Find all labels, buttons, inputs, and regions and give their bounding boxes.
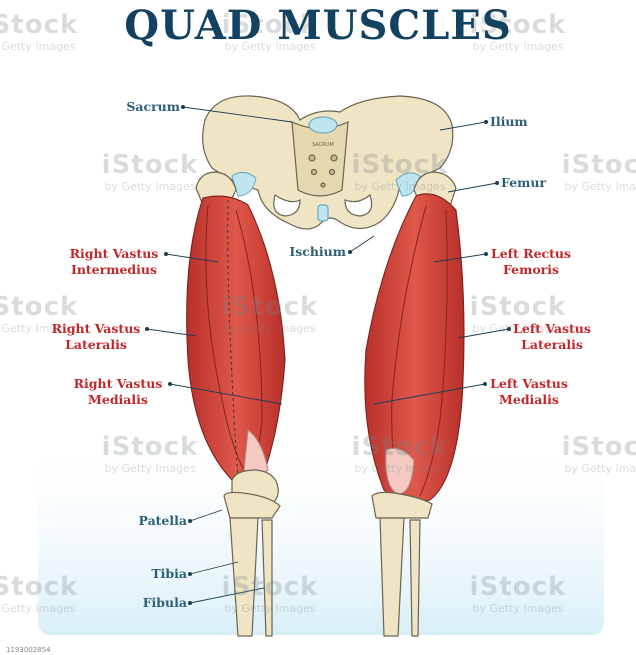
label-ilium: Ilium (490, 114, 528, 130)
label-ischium: Ischium (276, 244, 346, 260)
watermark: iStockby Getty Images (560, 432, 636, 475)
label-patella: Patella (120, 513, 187, 529)
label-right-vastus-intermedius: Right VastusIntermedius (66, 246, 162, 278)
watermark: iStockby Getty Images (200, 292, 340, 335)
label-left-rectus-femoris: Left RectusFemoris (484, 246, 578, 278)
watermark: iStockby Getty Images (330, 150, 470, 193)
watermark: iStockby Getty Images (80, 432, 220, 475)
watermark: iStockby Getty Images (80, 150, 220, 193)
label-fibula: Fibula (120, 595, 187, 611)
watermark: iStockby Getty Images (330, 432, 470, 475)
label-left-vastus-lateralis: Left VastusLateralis (508, 321, 596, 353)
page-title: QUAD MUSCLES (0, 2, 636, 49)
watermark: iStockby Getty Images (200, 572, 340, 615)
stock-id: 1193002854 (6, 646, 51, 654)
sacrum-inner-text: SACRUM (312, 142, 334, 148)
label-tibia: Tibia (120, 566, 187, 582)
watermark: iStockby Getty Images (448, 572, 588, 615)
label-right-vastus-lateralis: Right VastusLateralis (48, 321, 144, 353)
label-left-vastus-medialis: Left VastusMedialis (484, 376, 574, 408)
label-right-vastus-medialis: Right VastusMedialis (70, 376, 166, 408)
label-sacrum: Sacrum (110, 99, 180, 115)
watermark: iStockby Getty Images (0, 572, 90, 615)
label-femur: Femur (501, 175, 546, 191)
watermark: iStockby Getty Images (560, 150, 636, 193)
